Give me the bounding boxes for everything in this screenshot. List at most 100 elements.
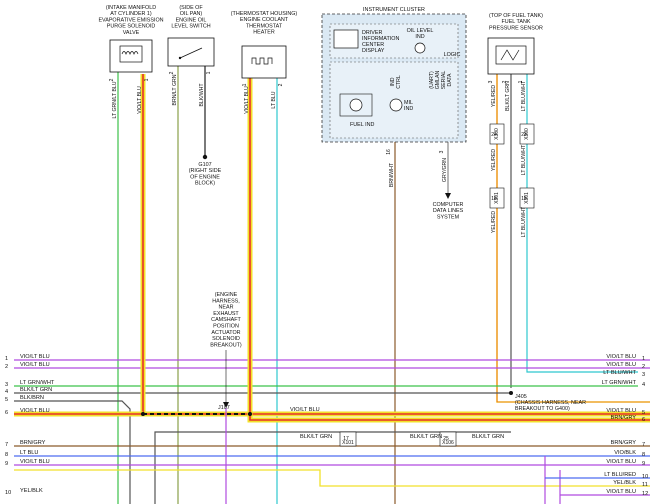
vertical-wire-label-13: YEL/RED xyxy=(491,211,497,233)
wire-therm-red xyxy=(249,78,650,421)
left-row-label-5: BLK/BRN xyxy=(20,395,44,401)
logic-label: LOGIC xyxy=(444,52,461,58)
wire-fuel-yel xyxy=(496,74,650,403)
engine-harness-label-line-0: (ENGINE xyxy=(215,292,238,298)
driver-display-label-line-2: CENTER xyxy=(362,42,384,48)
left-row-num-1: 1 xyxy=(5,356,8,362)
uart-label-2: SERIAL xyxy=(441,71,447,90)
thermostat-label-line-0: (THERMOSTAT HOUSING) xyxy=(231,11,298,17)
vertical-wire-label-2: BRN/LT GRN xyxy=(172,74,178,105)
connector-1: X300 xyxy=(524,128,530,140)
purge-valve-label-line-3: PURGE SOLENOID xyxy=(107,24,156,30)
right-row-num-5: 5 xyxy=(642,410,645,416)
mid-wire-label: VIO/LT BLU xyxy=(290,407,320,413)
oil-ind-label-line-0: OIL LEVEL xyxy=(407,28,434,34)
right-row-num-12: 12 xyxy=(642,491,648,497)
right-row-num-11: 11 xyxy=(642,482,648,488)
cluster-title: INSTRUMENT CLUSTER xyxy=(363,7,425,13)
engine-harness-label-line-7: SOLENOID xyxy=(212,336,240,342)
ground-g107 xyxy=(202,154,208,160)
left-row-num-3: 3 xyxy=(5,382,8,388)
j405-line-2: BREAKOUT TO G400) xyxy=(515,406,570,412)
wire-label-25a: BLK/LT GRN xyxy=(410,434,442,440)
vertical-wire-label-14: LT BLU/WHT xyxy=(521,206,527,237)
wire-fuel-yel-trace xyxy=(496,74,650,403)
vertical-wire-label-9: BLK/LT GRN xyxy=(505,81,511,111)
splice-right xyxy=(248,412,252,416)
wire-label-17: BLK/LT GRN xyxy=(300,434,332,440)
pin-6: 3 xyxy=(488,80,494,83)
oil-switch-label-line-0: (SIDE OF xyxy=(179,5,203,11)
pin-16: 25 xyxy=(443,436,449,442)
left-row-num-8: 8 xyxy=(5,452,8,458)
left-row-num-10: 10 xyxy=(5,490,11,496)
purge-valve-label-line-2: EVAPORATIVE EMISSION xyxy=(98,17,163,23)
right-row-label-1: VIO/LT BLU xyxy=(606,354,636,360)
right-row-label-9: VIO/LT BLU xyxy=(606,459,636,465)
right-row-label-2: VIO/LT BLU xyxy=(606,362,636,368)
splice-left xyxy=(141,412,145,416)
left-row-num-6: 6 xyxy=(5,410,8,416)
j107-label: J107 xyxy=(218,405,230,411)
mil-ind-label-line-0: MIL xyxy=(404,100,413,106)
thermostat-heater xyxy=(241,45,287,79)
thermostat-label-line-1: ENGINE COOLANT xyxy=(240,17,289,23)
vertical-wire-label-5: LT BLU xyxy=(271,91,277,108)
g107-label-line-1: (RIGHT SIDE xyxy=(189,168,222,174)
ind-ctrl-label-0: IND xyxy=(390,77,396,86)
driver-display-label-line-0: DRIVER xyxy=(362,30,382,36)
vertical-wire-label-7: GRY/GRN xyxy=(442,158,448,182)
sensor-icon xyxy=(500,49,520,61)
coil-icon xyxy=(121,51,139,55)
oil-level-lamp-icon xyxy=(414,42,426,54)
right-row-label-7: BRN/GRY xyxy=(611,440,637,446)
right-row-num-10: 10 xyxy=(642,474,648,480)
pin-1: 1 xyxy=(144,78,150,81)
connector-3: X301 xyxy=(524,192,530,204)
connector-4: X101 xyxy=(342,440,354,446)
vertical-wire-label-3: BLK/WHT xyxy=(199,83,205,107)
oil-switch-label-line-2: ENGINE OIL xyxy=(176,17,207,23)
purge-valve-label-line-1: AT CYLINDER 1) xyxy=(110,11,152,17)
thermostat-label-line-3: HEATER xyxy=(253,30,275,36)
left-row-label-9: VIO/LT BLU xyxy=(20,459,50,465)
right-row-label-12: VIO/LT BLU xyxy=(606,489,636,495)
engine-harness-label-line-5: POSITION xyxy=(213,324,239,330)
j405-id: J405 xyxy=(515,394,527,400)
left-row-num-9: 9 xyxy=(5,461,8,467)
fuel-sensor-label-line-2: PRESSURE SENSOR xyxy=(489,25,543,31)
engine-harness-label-line-6: ACTUATOR xyxy=(211,330,240,336)
vertical-wire-label-8: YEL/RED xyxy=(491,85,497,107)
right-row-label-4: LT GRN/WHT xyxy=(602,380,637,386)
vertical-wire-label-1: VIO/LT BLU xyxy=(137,86,143,114)
purge-valve xyxy=(109,39,153,73)
pin-13: 16 xyxy=(491,196,497,202)
driver-display-label-line-1: INFORMATION xyxy=(362,36,399,42)
left-row-num-4: 4 xyxy=(5,389,8,395)
uart-label-1: GMLAN xyxy=(435,71,441,90)
right-row-label-8: VIO/BLK xyxy=(614,450,636,456)
engine-harness-label-line-8: BREAKOUT) xyxy=(210,342,242,348)
connector-2: X301 xyxy=(494,192,500,204)
vertical-wire-label-12: LT BLU/WHT xyxy=(521,144,527,175)
pin-3: 1 xyxy=(206,71,212,74)
pin-12: 23 xyxy=(521,132,527,138)
pin-14: 15 xyxy=(521,196,527,202)
purge-valve-label-line-0: (INTAKE MANIFOLD xyxy=(106,5,156,11)
g107-label-line-3: BLOCK) xyxy=(195,181,215,187)
data-lines-label-line-1: DATA LINES xyxy=(433,208,464,214)
right-row-num-1: 1 xyxy=(642,356,645,362)
pin-11: 24 xyxy=(491,132,497,138)
right-row-num-3: 3 xyxy=(642,372,645,378)
left-row-num-2: 2 xyxy=(5,364,8,370)
connector-boxes xyxy=(339,123,535,447)
purge-valve-label-line-4: VALVE xyxy=(123,30,140,36)
oil-ind-label-line-1: IND xyxy=(415,34,424,40)
vertical-wire-label-11: YEL/RED xyxy=(491,149,497,171)
left-row-label-2: VIO/LT BLU xyxy=(20,362,50,368)
pin-7: 2 xyxy=(502,80,508,83)
engine-harness-label-line-4: CAMSHAFT xyxy=(211,317,241,323)
